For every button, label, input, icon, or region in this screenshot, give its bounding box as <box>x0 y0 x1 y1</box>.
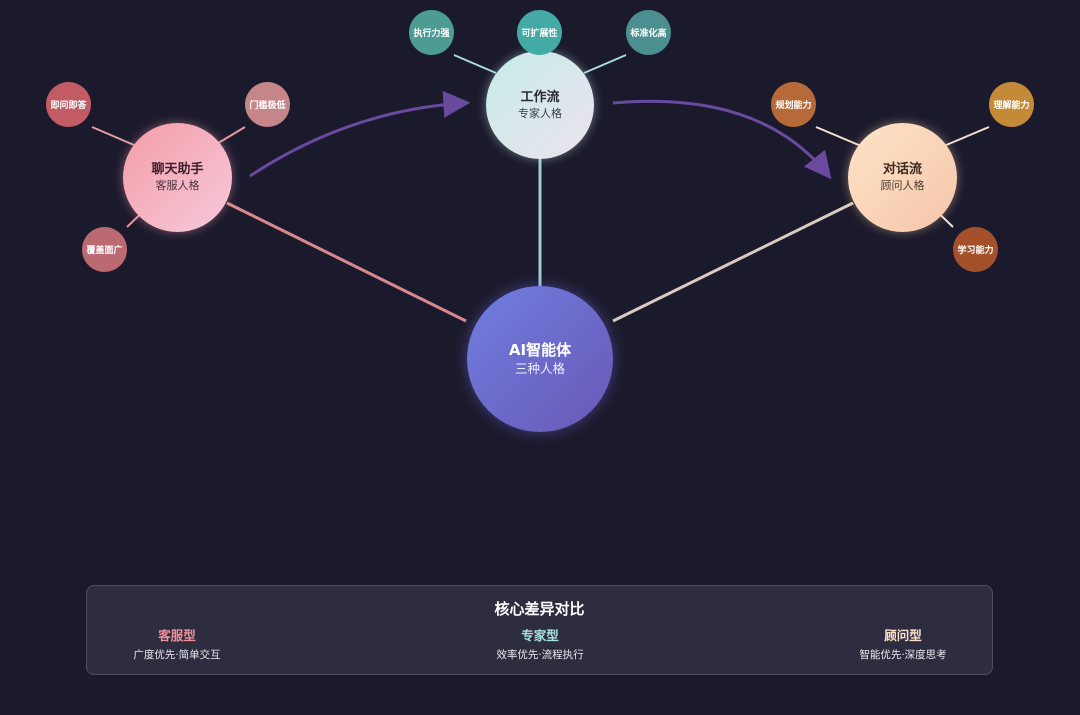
feature-bubble-work: 执行力强 <box>409 10 454 55</box>
comparison-column-expert: 专家型 效率优先·流程执行 <box>450 628 630 662</box>
persona-node-work: 工作流 专家人格 <box>486 51 594 159</box>
link-center-dialog <box>612 201 854 323</box>
comparison-panel: 核心差异对比 客服型 广度优先·简单交互 专家型 效率优先·流程执行 顾问型 智… <box>86 585 993 675</box>
comparison-column-title: 顾问型 <box>884 628 922 643</box>
persona-subtitle-chat: 客服人格 <box>155 179 200 192</box>
comparison-column-title: 专家型 <box>521 628 559 643</box>
feature-bubble-dialog: 理解能力 <box>989 82 1034 127</box>
comparison-title: 核心差异对比 <box>494 600 585 618</box>
feature-bubble-chat: 即问即答 <box>46 82 91 127</box>
feature-bubble-chat: 覆盖面广 <box>82 227 127 272</box>
persona-subtitle-work: 专家人格 <box>518 106 562 120</box>
comparison-column-title: 客服型 <box>158 628 196 643</box>
persona-node-dialog: 对话流 顾问人格 <box>848 123 957 232</box>
spoke-work-1 <box>453 54 497 74</box>
feature-bubble-dialog: 规划能力 <box>771 82 816 127</box>
feature-bubble-dialog: 学习能力 <box>953 227 998 272</box>
persona-node-chat: 聊天助手 客服人格 <box>123 123 232 232</box>
center-subtitle: 三种人格 <box>514 361 565 376</box>
flow-arrow-chat-to-work <box>249 90 471 178</box>
feature-bubble-work: 可扩展性 <box>517 10 562 55</box>
feature-bubble-chat: 门槛极低 <box>245 82 290 127</box>
flow-arrow-work-to-dialog <box>612 99 832 180</box>
comparison-column-desc: 智能优先·深度思考 <box>859 649 947 661</box>
link-center-chat <box>226 201 467 323</box>
persona-title-work: 工作流 <box>520 89 560 105</box>
center-node: AI智能体 三种人格 <box>467 286 613 432</box>
spoke-work-3 <box>583 54 627 74</box>
persona-title-chat: 聊天助手 <box>151 162 204 177</box>
feature-bubble-work: 标准化高 <box>626 10 671 55</box>
center-title: AI智能体 <box>508 341 572 359</box>
persona-subtitle-dialog: 顾问人格 <box>880 179 925 192</box>
comparison-column-advisor: 顾问型 智能优先·深度思考 <box>813 628 993 662</box>
persona-title-dialog: 对话流 <box>882 162 922 177</box>
comparison-column-customer-service: 客服型 广度优先·简单交互 <box>87 628 267 662</box>
comparison-column-desc: 效率优先·流程执行 <box>496 649 584 661</box>
comparison-column-desc: 广度优先·简单交互 <box>133 649 221 661</box>
